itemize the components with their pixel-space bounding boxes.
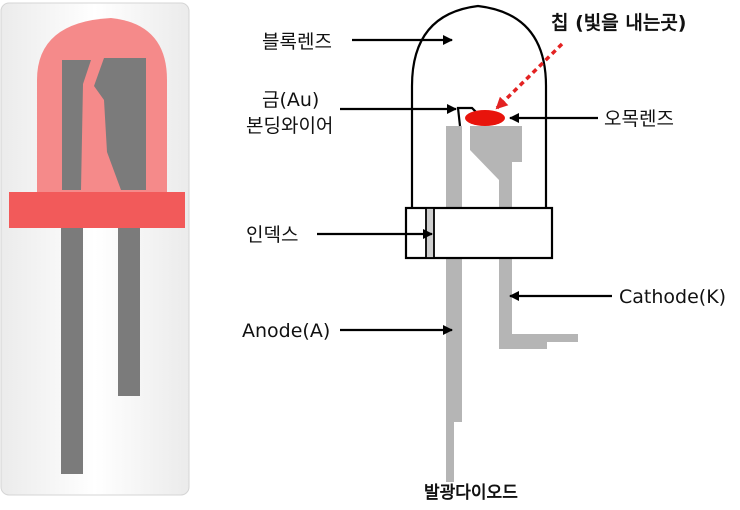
callout-arrows xyxy=(317,35,612,335)
cathode-post xyxy=(470,126,522,180)
led-chip xyxy=(465,110,505,126)
diagram-title: 발광다이오드 xyxy=(424,483,518,503)
led-dome xyxy=(37,18,167,192)
anode-lead xyxy=(446,126,462,482)
arrow-chip xyxy=(495,42,564,110)
label-gold-wire-line1: 금(Au) xyxy=(262,89,319,111)
labels: 칩 (빛을 내는곳) 블록렌즈 금(Au) 본딩와이어 오목렌즈 인덱스 Cat… xyxy=(242,12,726,503)
label-concave-lens: 오목렌즈 xyxy=(604,108,674,130)
gold-bonding-wire xyxy=(456,106,479,127)
cathode-lead xyxy=(499,180,578,349)
label-chip: 칩 (빛을 내는곳) xyxy=(551,12,686,34)
led-anode-lead xyxy=(61,228,83,474)
led-schematic xyxy=(404,4,578,482)
epoxy-lens-outline xyxy=(410,4,548,208)
led-illustration xyxy=(0,2,190,496)
label-epoxy-lens: 블록렌즈 xyxy=(262,31,332,53)
label-index: 인덱스 xyxy=(246,224,298,246)
led-flange xyxy=(9,192,185,228)
label-anode: Anode(A) xyxy=(242,320,330,342)
label-gold-wire-line2: 본딩와이어 xyxy=(246,115,333,137)
led-cathode-lead xyxy=(118,228,140,396)
label-cathode: Cathode(K) xyxy=(619,286,726,308)
led-anode-frame xyxy=(62,60,91,190)
led-cathode-frame xyxy=(94,58,146,190)
